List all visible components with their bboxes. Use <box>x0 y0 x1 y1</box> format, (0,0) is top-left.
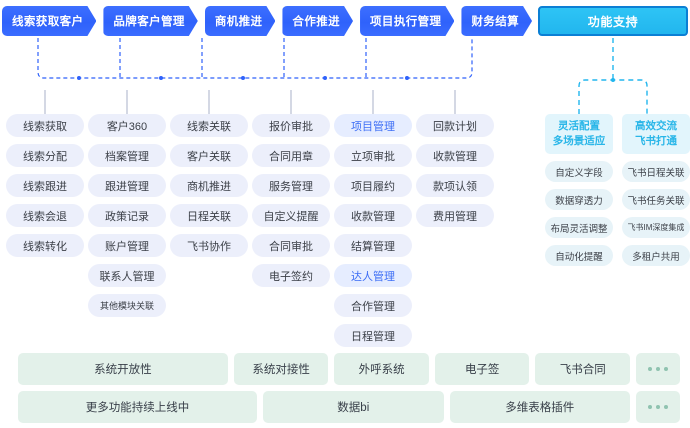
feature-pill[interactable]: 飞书协作 <box>170 234 248 257</box>
feature-pill[interactable]: 立项审批 <box>334 144 412 167</box>
feature-pill[interactable]: 线索会退 <box>6 204 84 227</box>
support-pill[interactable]: 自动化提醒 <box>545 245 613 266</box>
feature-pill[interactable]: 线索获取 <box>6 114 84 137</box>
feature-pill[interactable]: 线索跟进 <box>6 174 84 197</box>
feature-pill[interactable]: 服务管理 <box>252 174 330 197</box>
stage-lead-acquisition[interactable]: 线索获取客户 <box>2 6 96 36</box>
column-lead-acquisition: 线索获取线索分配线索跟进线索会退线索转化 <box>6 114 84 264</box>
feature-pill[interactable]: 收款管理 <box>334 204 412 227</box>
support-header-line2: 飞书打通 <box>635 135 677 147</box>
stage-brand-customer[interactable]: 品牌客户管理 <box>103 6 197 36</box>
support-pill[interactable]: 自定义字段 <box>545 161 613 182</box>
stage-cooperation[interactable]: 合作推进 <box>282 6 353 36</box>
feature-pill[interactable]: 账户管理 <box>88 234 166 257</box>
support-pill[interactable]: 飞书日程关联 <box>622 161 690 182</box>
feature-pill[interactable]: 客户关联 <box>170 144 248 167</box>
feature-pill[interactable]: 回款计划 <box>416 114 494 137</box>
ellipsis-icon <box>648 405 668 409</box>
support-pill[interactable]: 数据穿透力 <box>545 189 613 210</box>
support-header-line2: 多场景适应 <box>552 135 606 147</box>
column-opportunity: 线索关联客户关联商机推进日程关联飞书协作 <box>170 114 248 264</box>
feature-pill[interactable]: 自定义提醒 <box>252 204 330 227</box>
feature-pill[interactable]: 线索分配 <box>6 144 84 167</box>
column-finance-settlement: 回款计划收款管理款项认领费用管理 <box>416 114 494 234</box>
support-pill[interactable]: 多租户共用 <box>622 245 690 266</box>
feature-pill[interactable]: 档案管理 <box>88 144 166 167</box>
capability-cell[interactable]: 飞书合同 <box>535 353 630 385</box>
capability-cell[interactable]: 外呼系统 <box>334 353 429 385</box>
capability-cell[interactable]: 更多功能持续上线中 <box>18 391 258 423</box>
row-openness: 系统开放性系统对接性外呼系统电子签飞书合同 <box>18 353 680 385</box>
support-header-box[interactable]: 功能支持 <box>538 6 688 36</box>
capability-cell[interactable]: 系统对接性 <box>233 353 329 385</box>
support-pill[interactable]: 飞书IM深度集成 <box>622 217 690 238</box>
feature-pill[interactable]: 合作管理 <box>334 294 412 317</box>
stage-project-execution[interactable]: 项目执行管理 <box>360 6 454 36</box>
stage-finance-settlement[interactable]: 财务结算 <box>461 6 532 36</box>
support-pill[interactable]: 飞书任务关联 <box>622 189 690 210</box>
support-column-flexible-config: 灵活配置多场景适应自定义字段数据穿透力布局灵活调整自动化提醒 <box>545 114 613 273</box>
feature-pill[interactable]: 线索转化 <box>6 234 84 257</box>
feature-pill[interactable]: 合同审批 <box>252 234 330 257</box>
feature-pill[interactable]: 线索关联 <box>170 114 248 137</box>
support-column-efficient-communication: 高效交流飞书打通飞书日程关联飞书任务关联飞书IM深度集成多租户共用 <box>622 114 690 273</box>
capability-cell[interactable]: 多维表格插件 <box>449 391 630 423</box>
feature-pill[interactable]: 款项认领 <box>416 174 494 197</box>
feature-pill[interactable]: 其他模块关联 <box>88 294 166 317</box>
support-column-header[interactable]: 高效交流飞书打通 <box>622 114 690 154</box>
feature-pill[interactable]: 项目管理 <box>334 114 412 137</box>
feature-pill[interactable]: 达人管理 <box>334 264 412 287</box>
feature-pill[interactable]: 商机推进 <box>170 174 248 197</box>
support-header-line1: 灵活配置 <box>558 120 600 132</box>
feature-pill[interactable]: 客户360 <box>88 114 166 137</box>
more-ellipsis-cell[interactable] <box>635 353 680 385</box>
feature-pill[interactable]: 电子签约 <box>252 264 330 287</box>
feature-pill[interactable]: 项目履约 <box>334 174 412 197</box>
support-pill[interactable]: 布局灵活调整 <box>545 217 613 238</box>
feature-pill[interactable]: 联系人管理 <box>88 264 166 287</box>
feature-pill[interactable]: 日程关联 <box>170 204 248 227</box>
feature-pill[interactable]: 合同用章 <box>252 144 330 167</box>
capability-cell[interactable]: 系统开放性 <box>18 353 228 385</box>
feature-pill[interactable]: 跟进管理 <box>88 174 166 197</box>
ellipsis-icon <box>647 367 668 371</box>
capability-cell[interactable]: 数据bi <box>263 391 444 423</box>
column-cooperation: 报价审批合同用章服务管理自定义提醒合同审批电子签约 <box>252 114 330 294</box>
process-flow: 线索获取客户 品牌客户管理 商机推进 合作推进 项目执行管理 财务结算 <box>2 6 539 36</box>
support-header-line1: 高效交流 <box>635 120 677 132</box>
feature-pill[interactable]: 结算管理 <box>334 234 412 257</box>
capability-cell[interactable]: 电子签 <box>434 353 530 385</box>
feature-pill[interactable]: 收款管理 <box>416 144 494 167</box>
column-customer-management: 客户360 档案管理跟进管理政策记录账户管理联系人管理其他模块关联 <box>88 114 166 324</box>
feature-pill[interactable]: 政策记录 <box>88 204 166 227</box>
support-column-header[interactable]: 灵活配置多场景适应 <box>545 114 613 154</box>
feature-pill[interactable]: 日程管理 <box>334 324 412 347</box>
more-ellipsis-cell[interactable] <box>636 391 680 423</box>
column-project-execution: 项目管理立项审批项目履约收款管理结算管理达人管理合作管理日程管理 <box>334 114 412 354</box>
feature-pill[interactable]: 费用管理 <box>416 204 494 227</box>
feature-pill[interactable]: 报价审批 <box>252 114 330 137</box>
stage-opportunity[interactable]: 商机推进 <box>205 6 276 36</box>
